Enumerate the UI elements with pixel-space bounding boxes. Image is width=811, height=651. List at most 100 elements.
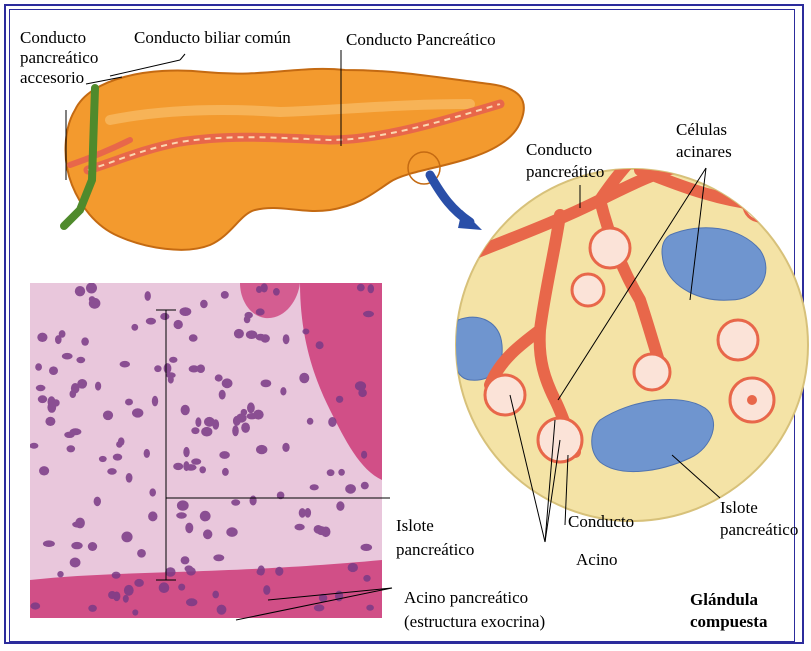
cell-nucleus [363, 311, 374, 317]
cell-nucleus [38, 395, 47, 403]
cell-nucleus [201, 427, 212, 437]
cell-nucleus [213, 554, 224, 561]
cell-nucleus [123, 595, 129, 603]
cell-nucleus [361, 544, 373, 551]
cell-nucleus [345, 484, 356, 494]
cell-nucleus [67, 445, 76, 452]
cell-nucleus [181, 556, 190, 564]
cell-nucleus [146, 318, 156, 325]
cell-nucleus [103, 411, 113, 421]
label-islet-left-line1: Islote [396, 516, 434, 536]
cell-nucleus [246, 330, 257, 339]
label-pancreatic-acinus-line2: (estructura exocrina) [404, 612, 545, 632]
cell-nucleus [217, 605, 227, 615]
cell-nucleus [275, 567, 283, 576]
cell-nucleus [88, 542, 97, 551]
cell-nucleus [273, 288, 280, 296]
cell-nucleus [70, 558, 81, 568]
cell-nucleus [57, 571, 63, 577]
acinus-center-9 [747, 395, 757, 405]
cell-nucleus [366, 605, 374, 611]
cell-nucleus [89, 296, 95, 302]
cell-nucleus [149, 488, 156, 496]
pancreas-illustration [64, 69, 524, 250]
cell-nucleus [199, 466, 206, 473]
cell-nucleus [241, 409, 248, 416]
cell-nucleus [204, 417, 215, 427]
cell-nucleus [76, 357, 85, 363]
acinus-3 [634, 354, 670, 390]
cell-nucleus [55, 335, 62, 344]
cell-nucleus [49, 366, 58, 375]
cell-nucleus [250, 496, 257, 506]
acinus-5 [718, 320, 758, 360]
cell-nucleus [328, 417, 336, 427]
cell-nucleus [348, 563, 358, 572]
cell-nucleus [173, 463, 183, 470]
cell-nucleus [36, 385, 46, 391]
cell-nucleus [125, 399, 133, 406]
label-islet-left-line2: pancreático [396, 540, 474, 560]
cell-nucleus [45, 417, 55, 426]
cell-nucleus [244, 316, 251, 324]
cell-nucleus [247, 402, 255, 413]
cell-nucleus [132, 609, 138, 615]
cell-nucleus [302, 329, 309, 335]
cell-nucleus [368, 284, 375, 293]
cell-nucleus [261, 380, 272, 388]
cell-nucleus [283, 334, 290, 344]
cell-nucleus [203, 529, 212, 539]
label-duct: Conducto [568, 512, 634, 532]
cell-nucleus [159, 582, 170, 593]
cell-nucleus [191, 458, 201, 464]
cell-nucleus [39, 466, 49, 475]
cell-nucleus [132, 408, 143, 417]
zoom-arrow-head [458, 210, 482, 230]
cell-nucleus [160, 313, 169, 320]
acinus-7 [572, 274, 604, 306]
cell-nucleus [256, 445, 267, 454]
cell-nucleus [183, 447, 189, 457]
label-compound-gland-line2: compuesta [690, 612, 767, 632]
label-pancreatic-acinus-line1: Acino pancreático [404, 588, 528, 608]
label-islet-right-line2: pancreático [720, 520, 798, 540]
cell-nucleus [30, 443, 39, 449]
cell-nucleus [189, 334, 198, 342]
label-acinus: Acino [576, 550, 618, 570]
cell-nucleus [181, 405, 190, 416]
label-acinar-cells-line2: acinares [676, 142, 732, 162]
cell-nucleus [232, 425, 239, 436]
cell-nucleus [316, 526, 326, 535]
label-acinar-cells-line1: Células [676, 120, 727, 140]
cell-nucleus [355, 381, 366, 390]
histology-micrograph [30, 283, 382, 619]
cell-nucleus [174, 320, 183, 329]
cell-nucleus [86, 283, 97, 294]
gland-magnified-circle [454, 135, 808, 521]
cell-nucleus [282, 443, 289, 452]
label-pancreatic-duct-line2: pancreático [526, 162, 604, 182]
cell-nucleus [30, 602, 40, 609]
cell-nucleus [219, 451, 230, 459]
cell-nucleus [363, 575, 370, 582]
cell-nucleus [137, 549, 146, 558]
cell-nucleus [212, 591, 219, 599]
cell-nucleus [221, 291, 229, 299]
cell-nucleus [180, 307, 192, 316]
cell-nucleus [280, 387, 286, 395]
cell-nucleus [316, 341, 324, 349]
cell-nucleus [234, 329, 244, 339]
cell-nucleus [261, 283, 268, 292]
cell-nucleus [35, 363, 42, 371]
cell-nucleus [247, 413, 258, 419]
cell-nucleus [310, 484, 319, 490]
cell-nucleus [183, 461, 189, 471]
pancreas-body [66, 69, 524, 250]
cell-nucleus [338, 469, 345, 476]
cell-nucleus [189, 365, 200, 372]
cell-nucleus [62, 353, 73, 360]
acinus-1 [485, 375, 525, 415]
cell-nucleus [169, 357, 177, 363]
cell-nucleus [148, 511, 157, 521]
